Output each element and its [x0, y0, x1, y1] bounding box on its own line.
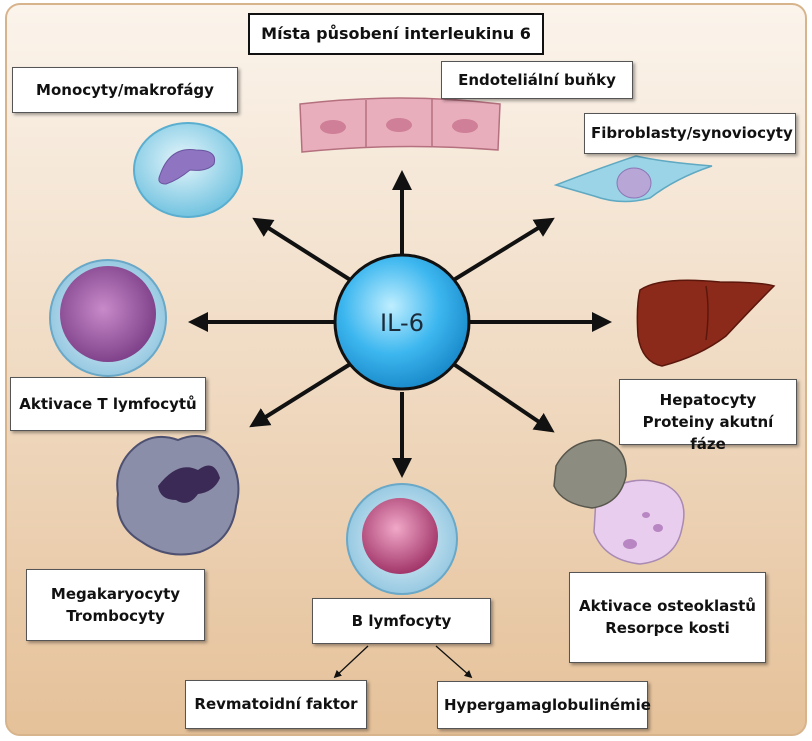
label-b-cells-text: B lymfocyty — [351, 612, 452, 630]
small-arrows — [333, 645, 473, 679]
label-endothelial-text: Endoteliální buňky — [458, 71, 616, 89]
b-lymphocyte-illustration — [346, 483, 458, 595]
label-hepatocytes-line2: Proteiny akutní fáze — [642, 413, 774, 453]
arrows — [188, 170, 612, 478]
arrow-lower-right — [450, 361, 555, 433]
label-hypergammaglobulinemia-text: Hypergamaglobulinémie — [444, 696, 651, 714]
label-megakaryocytes-line2: Trombocyty — [66, 607, 165, 625]
label-osteoclasts-line1: Aktivace osteoklastů — [579, 597, 756, 615]
label-osteoclasts: Aktivace osteoklastů Resorpce kosti — [569, 572, 766, 663]
label-megakaryocytes-line1: Megakaryocyty — [50, 585, 181, 603]
label-hepatocytes-line1: Hepatocyty — [659, 391, 757, 409]
label-b-cells: B lymfocyty — [312, 598, 491, 644]
monocyte-illustration — [133, 122, 243, 218]
il6-label: IL-6 — [380, 309, 424, 337]
t-lymphocyte-illustration — [49, 259, 167, 377]
diagram-title: Místa působení interleukinu 6 — [248, 13, 544, 55]
label-monocytes: Monocyty/makrofágy — [12, 67, 238, 113]
arrow-to-rf — [333, 645, 369, 679]
label-t-cells: Aktivace T lymfocytů — [10, 377, 206, 431]
label-t-cells-text: Aktivace T lymfocytů — [19, 395, 197, 413]
arrow-upper-right — [450, 217, 555, 283]
arrow-upper-left — [252, 217, 354, 283]
diagram-title-text: Místa působení interleukinu 6 — [261, 24, 531, 43]
arrow-lower-left — [249, 361, 354, 428]
label-megakaryocytes: Megakaryocyty Trombocyty — [26, 569, 205, 641]
osteoclast-illustration — [553, 439, 685, 565]
label-rheumatoid-factor: Revmatoidní faktor — [185, 680, 367, 729]
label-rheumatoid-factor-text: Revmatoidní faktor — [194, 695, 358, 713]
label-hypergammaglobulinemia: Hypergamaglobulinémie — [437, 681, 651, 729]
endothelial-cells-illustration — [299, 97, 501, 153]
fibroblast-illustration — [553, 155, 713, 203]
label-fibroblasts: Fibroblasty/synoviocyty — [584, 113, 796, 154]
label-osteoclasts-line2: Resorpce kosti — [605, 619, 730, 637]
il6-circle — [333, 253, 471, 391]
arrow-to-hyper — [435, 645, 473, 679]
label-endothelial: Endoteliální buňky — [441, 61, 633, 99]
megakaryocyte-illustration — [116, 435, 240, 556]
label-hepatocytes: Hepatocyty Proteiny akutní fáze — [619, 379, 797, 453]
liver-illustration — [636, 279, 776, 367]
label-fibroblasts-text: Fibroblasty/synoviocyty — [591, 124, 793, 142]
label-monocytes-text: Monocyty/makrofágy — [36, 81, 214, 99]
